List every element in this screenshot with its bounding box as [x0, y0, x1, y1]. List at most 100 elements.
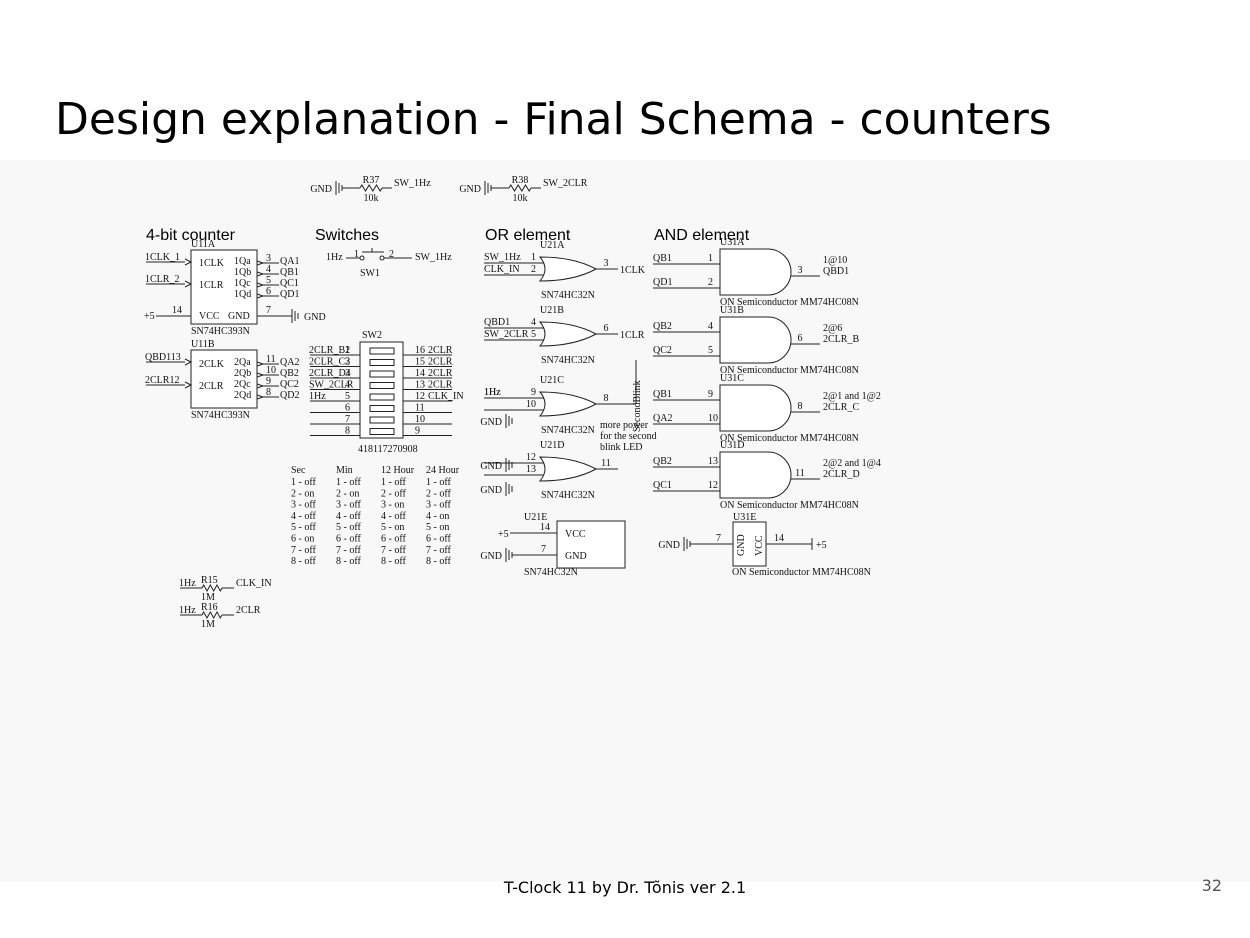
or-gate-1-out-net: 1CLK [620, 265, 646, 276]
table-cell: 8 - off [426, 556, 451, 567]
wire [256, 372, 264, 376]
r15-net: CLK_IN [236, 578, 272, 589]
sw1-ref: SW1 [360, 268, 380, 279]
and-gate-4-ref: U31D [720, 440, 744, 451]
sw2-body [359, 341, 404, 439]
u11a-out-net: QD1 [280, 289, 299, 300]
wire [256, 374, 264, 378]
and-gate-2-note: 2@6 [823, 323, 842, 334]
ground-label: GND [480, 551, 502, 562]
table-cell: 8 - off [381, 556, 406, 567]
ground-label: GND [304, 312, 326, 323]
or-note-line: more power [600, 420, 649, 431]
table-cell: 2 - off [381, 488, 406, 499]
sw2-left-num: 4 [345, 380, 350, 391]
u21e-gnd-pin: GND [565, 551, 587, 562]
or-gate-1-in1-net: SW_1Hz [484, 252, 521, 263]
u11b-out-net: QD2 [280, 390, 299, 401]
or-gate-3-out-net: SecondBlink [632, 380, 643, 432]
and-gate-1-in2-num: 2 [708, 277, 713, 288]
and-gate-3-out-num: 8 [798, 401, 803, 412]
sw2-slider [369, 359, 395, 366]
and-gate-3-body [719, 384, 792, 432]
and-gate-2-part: ON Semiconductor MM74HC08N [720, 365, 859, 376]
and-gate-4-note: 2@2 and 1@4 [823, 458, 881, 469]
and-gate-1-out-num: 3 [798, 265, 803, 276]
table-cell: 5 - off [291, 522, 316, 533]
u21e-gnd-num: 7 [541, 544, 546, 555]
and-gate-3-out-net: 2CLR_C [823, 402, 859, 413]
and-gate-4-out-num: 11 [795, 468, 805, 479]
u11a-out-num: 6 [266, 286, 271, 297]
ground-label: GND [480, 485, 502, 496]
and-gate-3-note: 2@1 and 1@2 [823, 391, 881, 402]
and-gate-2-out-num: 6 [798, 333, 803, 344]
sw2-left-num: 2 [345, 357, 350, 368]
and-gate-3-in1-num: 9 [708, 389, 713, 400]
r37-ref: R37 [363, 175, 380, 186]
sw2-slider [369, 405, 395, 412]
wire [256, 363, 264, 367]
ground-label: GND [658, 540, 680, 551]
table-cell: 7 - off [291, 545, 316, 556]
sw2-left-num: 7 [345, 414, 350, 425]
sw2-right-net: 2CLR [428, 345, 453, 356]
sw2-slider [369, 382, 395, 389]
sw2-right-net: 2CLR [428, 380, 453, 391]
r38-net: SW_2CLR [543, 178, 588, 189]
u11b-part: SN74HC393N [191, 410, 250, 421]
or-gate-2-out-num: 6 [604, 323, 609, 334]
and-gate-1-in1-num: 1 [708, 253, 713, 264]
table-cell: 5 - on [381, 522, 404, 533]
u11a-out-num: 3 [266, 253, 271, 264]
or-gate-1-part: SN74HC32N [541, 290, 595, 301]
ground-label: GND [459, 184, 481, 195]
table-header: Min [336, 465, 353, 476]
sw1-pin2: 2 [389, 249, 394, 260]
table-cell: 2 - on [336, 488, 359, 499]
u11a-out-net: QB1 [280, 267, 299, 278]
table-cell: 3 - off [291, 500, 316, 511]
or-gate-3-in1-num: 9 [531, 387, 536, 398]
u11b-clr-net: 2CLR12 [145, 375, 179, 386]
wire [256, 361, 264, 365]
wire [256, 293, 264, 297]
and-gate-1-out-net: QBD1 [823, 266, 849, 277]
or-gate-3-ref: U21C [540, 375, 564, 386]
r15-ref: R15 [201, 575, 218, 586]
and-gate-2-in1-num: 4 [708, 321, 713, 332]
table-cell: 4 - off [336, 511, 361, 522]
table-cell: 5 - off [336, 522, 361, 533]
u21e-body [556, 520, 626, 569]
or-gate-3-body [538, 391, 598, 417]
u11b-out-net: QA2 [280, 357, 299, 368]
u11a-clr-net: 1CLR_2 [145, 274, 179, 285]
sw2-right-num: 14 [415, 368, 425, 379]
or-gate-4-part: SN74HC32N [541, 490, 595, 501]
or-gate-1-body [538, 256, 598, 282]
table-cell: 8 - off [336, 556, 361, 567]
sw2-slider [369, 370, 395, 378]
sw2-slider [369, 393, 395, 401]
and-gate-4-in2-net: QC1 [653, 480, 672, 491]
or-gate-1-in2-num: 2 [531, 264, 536, 275]
page-number: 32 [1201, 876, 1222, 895]
u21e-vcc-pin: VCC [565, 529, 586, 540]
u11a-out-pin: 1Qd [234, 289, 251, 300]
u31e-gnd-num: 7 [716, 533, 721, 544]
table-cell: 1 - off [336, 477, 361, 488]
r16-resistor [201, 610, 223, 620]
wire [256, 385, 264, 389]
table-cell: 6 - off [336, 534, 361, 545]
u21e-part: SN74HC32N [524, 567, 578, 578]
u11b-out-pin: 2Qc [234, 379, 251, 390]
and-gate-2-in1-net: QB2 [653, 321, 672, 332]
sw2-left-num: 6 [345, 403, 350, 414]
and-gate-4-in1-num: 13 [708, 456, 718, 467]
u11a-out-num: 4 [266, 264, 271, 275]
or-gate-2-in2-net: SW_2CLR [484, 329, 529, 340]
table-cell: 6 - off [381, 534, 406, 545]
u31e-vcc-pin: VCC [754, 535, 765, 556]
or-gate-2-ref: U21B [540, 305, 564, 316]
